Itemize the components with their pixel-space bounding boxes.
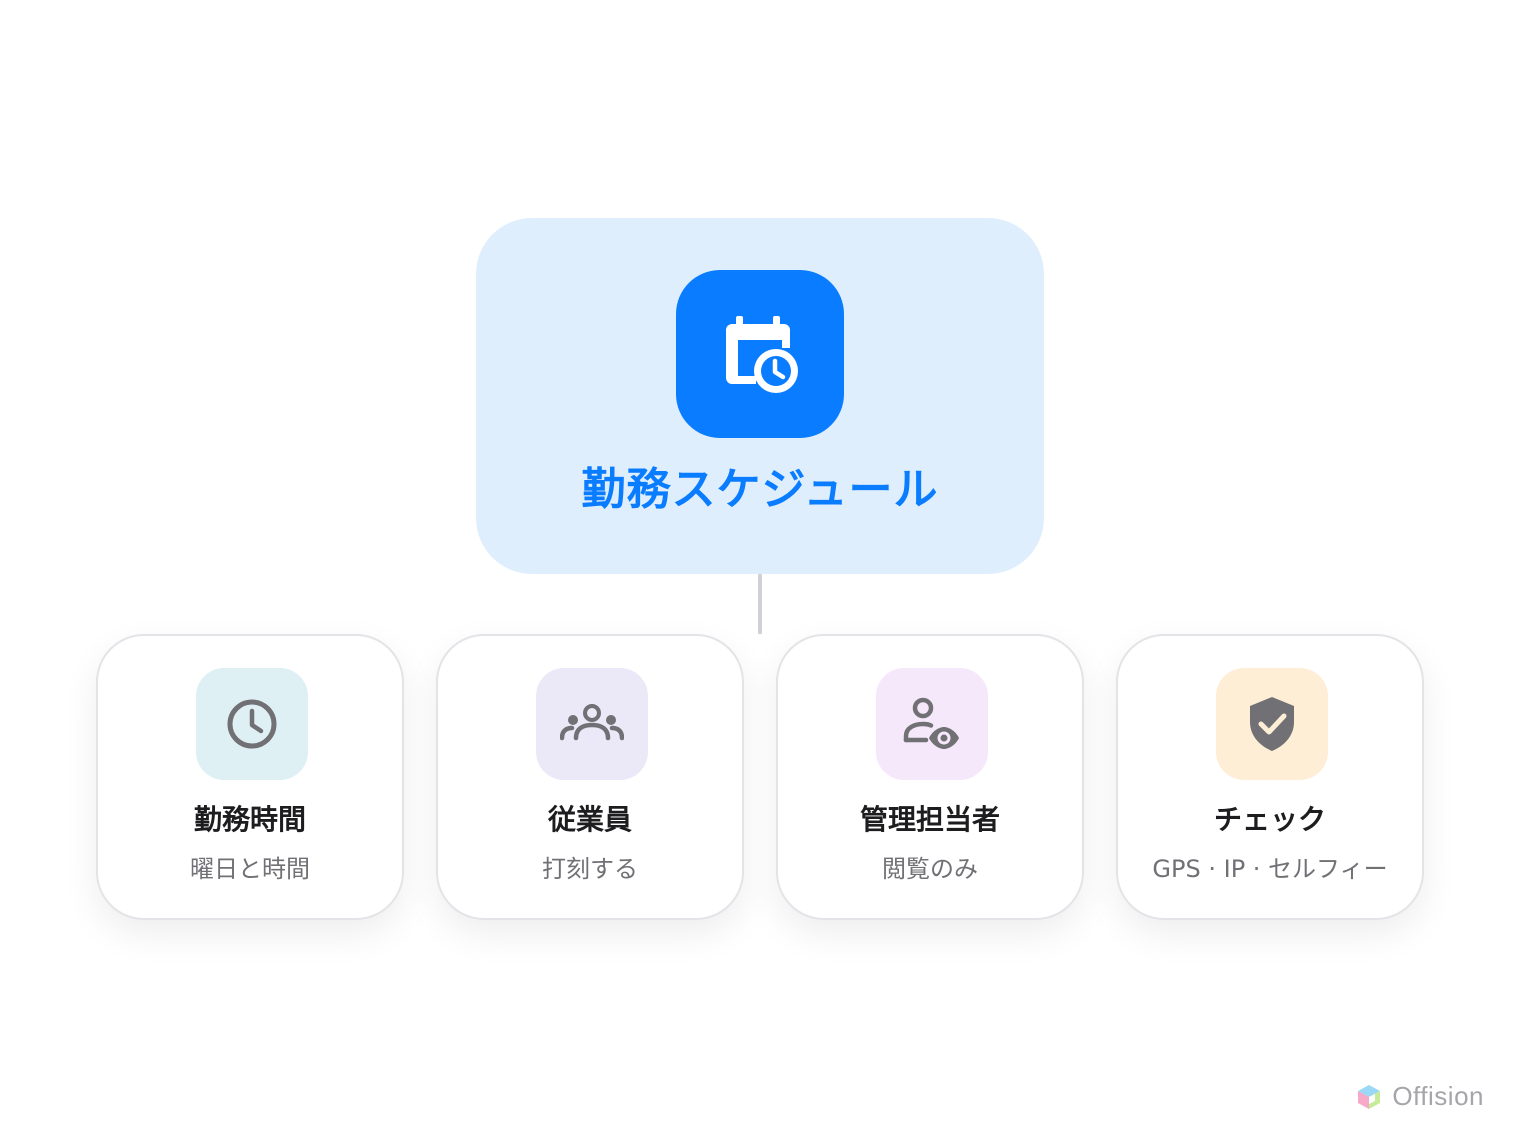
card-title: チェック (1213, 803, 1326, 836)
connector-line (758, 574, 762, 634)
card-title: 従業員 (547, 803, 632, 836)
card-managers: 管理担当者 閲覧のみ (776, 634, 1084, 920)
group-icon (560, 704, 624, 741)
brand: Offision (1356, 1081, 1484, 1112)
calendar-clock-icon (726, 316, 798, 393)
offision-logo-icon (1358, 1084, 1381, 1109)
card-checks: チェック GPS · IP · セルフィー (1116, 634, 1424, 920)
card-icon-tile (1216, 668, 1328, 780)
main-node-work-schedule: 勤務スケジュール (476, 218, 1044, 574)
card-title: 管理担当者 (859, 803, 1000, 836)
card-subtitle: 曜日と時間 (190, 855, 310, 883)
brand-name: Offision (1392, 1081, 1484, 1111)
card-subtitle: 打刻する (542, 855, 638, 883)
card-work-hours: 勤務時間 曜日と時間 (96, 634, 404, 920)
person-eye-icon (903, 697, 959, 749)
card-icon-tile (876, 668, 988, 780)
card-icon-tile (196, 668, 308, 780)
shield-check-icon (1250, 697, 1294, 751)
card-employees: 従業員 打刻する (436, 634, 744, 920)
card-subtitle: 閲覧のみ (882, 855, 978, 883)
card-subtitle: GPS · IP · セルフィー (1152, 855, 1388, 883)
main-icon-tile (676, 270, 844, 438)
card-icon-tile (536, 668, 648, 780)
clock-icon (227, 699, 277, 749)
card-title: 勤務時間 (193, 803, 306, 836)
main-title: 勤務スケジュール (581, 464, 939, 515)
